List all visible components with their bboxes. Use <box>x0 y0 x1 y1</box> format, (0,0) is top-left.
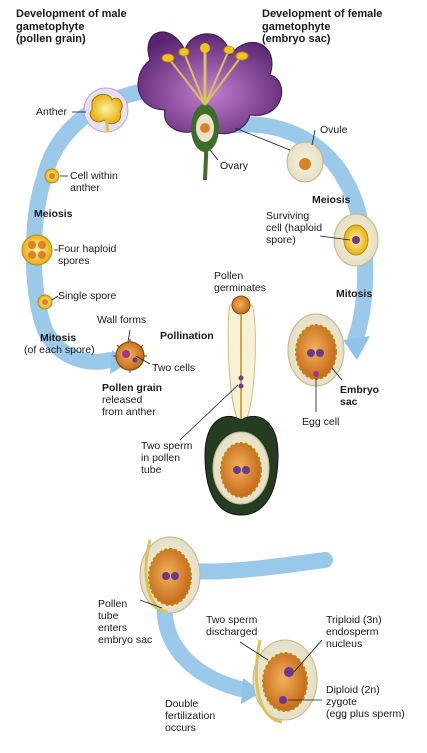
pollen-grain-label: Pollen grain <box>102 382 163 394</box>
double-fertilization-illustration <box>239 639 323 724</box>
cell-within-anther <box>44 168 60 184</box>
two-sperm-discharged-label: Two sperm discharged <box>206 614 258 638</box>
embryo-sac-illustration <box>287 313 345 412</box>
male-gametophyte-header: Development of male gametophyte (pollen … <box>16 8 127 45</box>
wall-forms-label: Wall forms <box>97 314 147 326</box>
germinating-pollen-illustration <box>179 295 279 516</box>
double-fertilization-label: Double fertilization occurs <box>165 698 216 734</box>
pollen-tube-enters-label: Pollen tube enters embryo sac <box>98 598 153 646</box>
cell-within-anther-label: Cell within anther <box>70 170 118 194</box>
embryo-sac-label: Embryo sac <box>340 384 380 408</box>
pollen-tube-enters-illustration <box>139 536 201 614</box>
ovary-label: Ovary <box>220 160 249 172</box>
leader-lines <box>51 149 219 301</box>
meiosis-left-label: Meiosis <box>34 208 73 220</box>
four-haploid-spores <box>21 234 53 266</box>
meiosis-right-label: Meiosis <box>312 194 351 206</box>
female-gametophyte-header: Development of female gametophyte (embry… <box>262 8 383 45</box>
mitosis-left-label: Mitosis <box>40 332 77 344</box>
egg-cell-label: Egg cell <box>302 416 340 428</box>
mitosis-left-sub-label: (of each spore) <box>24 344 95 356</box>
two-sperm-label: Two sperm in pollen tube <box>141 440 193 476</box>
anther-illustration <box>72 87 129 133</box>
triploid-label: Triploid (3n) endosperm nucleus <box>326 614 382 650</box>
pollen-grain-illustration <box>113 329 151 373</box>
mitosis-right-label: Mitosis <box>336 288 373 300</box>
anther-label: Anther <box>36 106 67 118</box>
ovule-label: Ovule <box>320 124 348 136</box>
ovule-illustration <box>234 127 324 183</box>
pollination-label: Pollination <box>160 330 214 342</box>
surviving-cell-illustration <box>319 213 379 267</box>
surviving-cell-label: Surviving cell (haploid spore) <box>266 210 323 246</box>
released-from-anther-label: released from anther <box>102 394 156 418</box>
single-spore-label: Single spore <box>58 290 117 302</box>
four-haploid-spores-label: Four haploid spores <box>58 243 117 267</box>
single-spore <box>37 294 53 310</box>
two-cells-label: Two cells <box>152 362 196 374</box>
pollen-germinates-label: Pollen germinates <box>214 270 266 294</box>
diploid-label: Diploid (2n) zygote (egg plus sperm) <box>326 684 405 720</box>
flower <box>137 31 283 181</box>
